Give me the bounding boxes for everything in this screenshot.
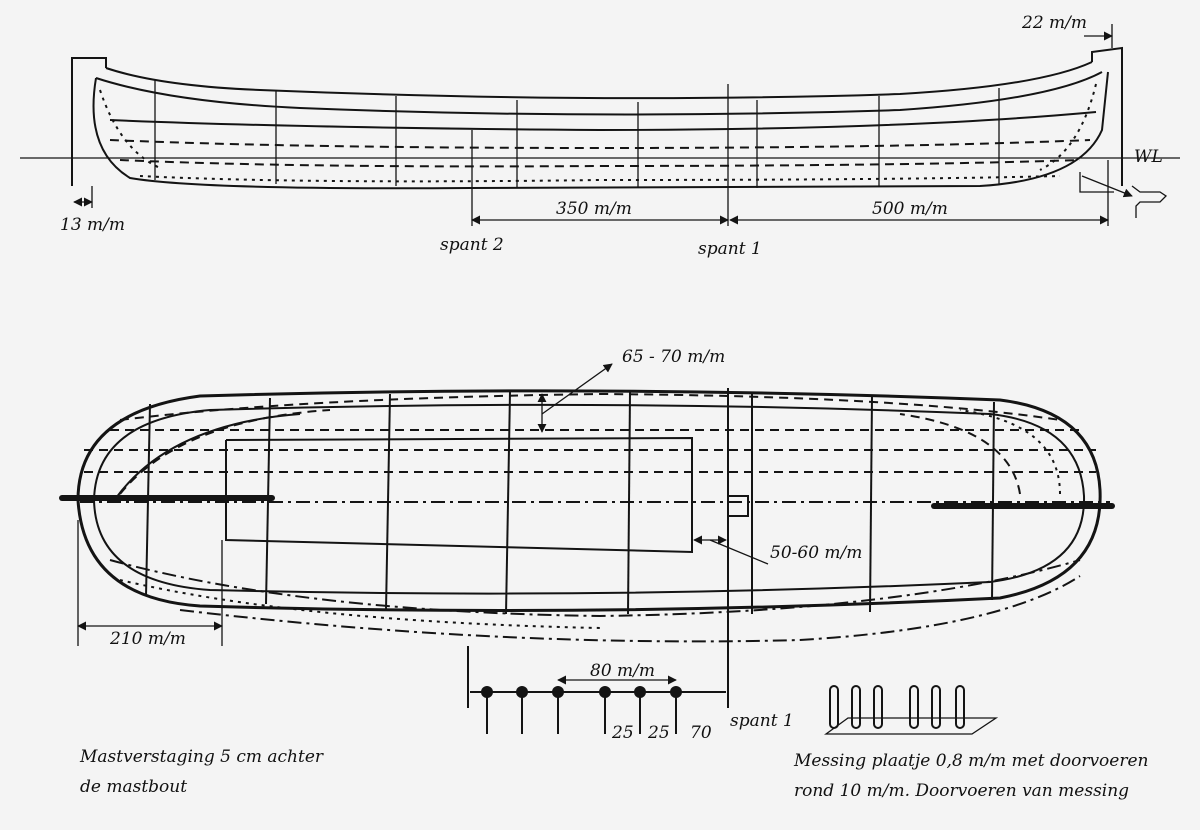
brass-plate [824,685,999,735]
plan-view: 65 - 70 m/m 50-60 m/m 210 m/m [59,347,1115,708]
spant2-label: spant 2 [440,235,504,255]
dim-70-label: 70 [690,723,712,743]
brass-note-line1: Messing plaatje 0,8 m/m met doorvoeren [793,751,1149,771]
plan-curve-bow [119,409,331,495]
side-view: 22 m/m WL 13 m/m 350 m/m 500 m/m spant 2… [20,13,1180,259]
dim-350-label: 350 m/m [556,199,632,219]
plan-curve-stern-2 [959,409,1061,495]
dim-22-label: 22 m/m [1021,13,1087,33]
mast-note-line2: de mastbout [80,777,187,797]
brass-plate-pins [829,685,965,729]
stern-post [1091,46,1123,186]
dim-80-label: 80 m/m [590,661,655,681]
dim-13-label: 13 m/m [60,215,125,235]
hull-line-4 [139,175,1061,183]
dim-500-label: 500 m/m [872,199,948,219]
dim-50-60-label: 50-60 m/m [770,543,862,563]
hull-line-3 [119,159,1081,168]
dim-25a-label: 25 [611,723,634,743]
dim-65-70-label: 65 - 70 m/m [622,347,725,367]
hull-line-1 [109,111,1097,132]
plan-dash-lower-2 [179,575,1081,643]
plan-curve-stern [899,413,1021,495]
stern-fitting-icon [1131,185,1168,218]
waterline-label: WL [1134,147,1163,167]
spant1-label: spant 1 [698,239,762,259]
mast-note-line1: Mastverstaging 5 cm achter [79,747,324,767]
sheer-line-inner [95,71,1103,116]
brass-plate-outline [824,717,999,735]
stay-spant1-label: spant 1 [730,711,794,731]
hull-bottom [92,71,1109,190]
stay-detail: 80 m/m 25 25 70 spant 1 [467,646,794,743]
side-frames [154,80,1000,188]
stay-points [481,686,682,734]
hull-line-2 [109,139,1091,150]
sheer-line [105,61,1093,100]
brass-note-line2: rond 10 m/m. Doorvoeren van messing [794,781,1129,801]
hull-line-5 [99,89,161,169]
pointer-line [1081,175,1133,198]
cockpit-outline [225,436,693,554]
dim-210-label: 210 m/m [109,629,186,649]
hull-line-6 [1039,83,1097,171]
dim-65-70-leader [541,363,613,415]
plan-frames [145,391,995,615]
bow-post [71,57,107,186]
plan-dash-upper-1 [119,392,1061,421]
mast-step-icon [727,495,749,517]
dim-25b-label: 25 [647,723,670,743]
plan-dash-lower-1 [109,559,1081,618]
dim-50-60-leader [709,539,769,565]
